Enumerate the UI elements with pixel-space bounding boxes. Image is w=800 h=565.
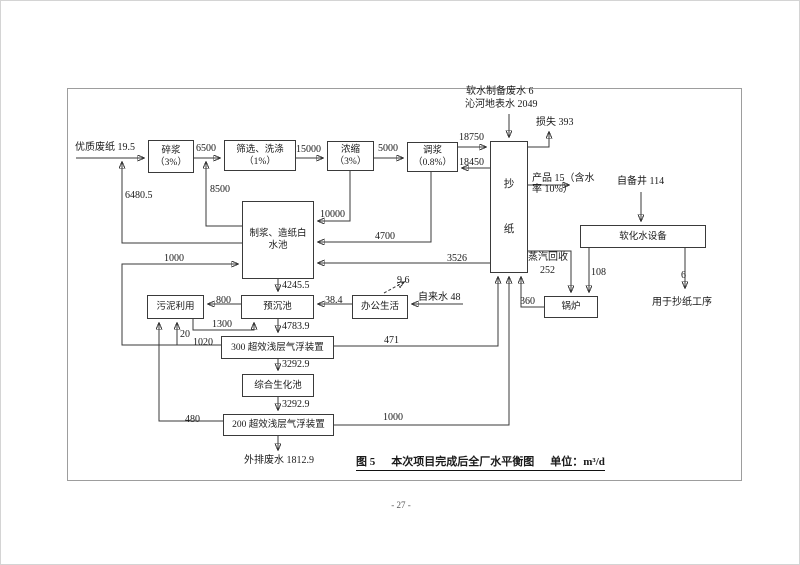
process-box-sludge-use: 污泥利用 <box>147 295 204 319</box>
flow-label-800: 800 <box>216 295 231 306</box>
flow-label-15000: 15000 <box>296 144 321 155</box>
flow-label-3526: 3526 <box>447 253 467 264</box>
flow-label-1300: 1300 <box>212 319 232 330</box>
flow-label-4245-5: 4245.5 <box>282 280 310 291</box>
flow-label-10000: 10000 <box>320 209 345 220</box>
process-box-paper-machine: 抄 纸 <box>490 141 528 273</box>
flow-label-38-4: 38.4 <box>325 295 343 306</box>
flow-label-steam-recovery: 蒸汽回收 <box>528 252 568 263</box>
flow-label-soft-water-waste: 软水制备废水 6 <box>466 86 534 97</box>
flow-label-108: 108 <box>591 267 606 278</box>
flow-label-well: 自备井 114 <box>617 176 665 187</box>
process-box-softener: 软化水设备 <box>580 225 706 248</box>
process-box-daf-300: 300 超效浅层气浮装置 <box>221 336 334 359</box>
process-box-blending: 调浆 （0.8%） <box>407 142 458 172</box>
process-box-thickening: 浓缩 （3%） <box>327 141 374 171</box>
flow-label-480: 480 <box>185 414 200 425</box>
flow-label-3292-9-lower: 3292.9 <box>282 399 310 410</box>
flow-label-6500: 6500 <box>196 143 216 154</box>
process-box-biochemical: 综合生化池 <box>242 374 314 397</box>
figure-unit: 单位：m³/d <box>550 456 605 468</box>
page-number: - 27 - <box>391 500 411 510</box>
flow-label-3292-9-upper: 3292.9 <box>282 359 310 370</box>
flow-label-product: 产品 15（含水 率 10%） <box>532 173 595 195</box>
flow-label-4700: 4700 <box>375 231 395 242</box>
flow-label-9-6: 9.6 <box>397 275 410 286</box>
process-box-pulper: 碎浆 （3%） <box>148 140 194 173</box>
flow-label-6480-5: 6480.5 <box>125 190 153 201</box>
figure-title: 本次项目完成后全厂水平衡图 <box>391 456 535 468</box>
figure-caption: 图 5 本次项目完成后全厂水平衡图 单位：m³/d <box>356 453 605 471</box>
flow-label-waste-paper: 优质废纸 19.5 <box>75 142 135 153</box>
flow-label-discharge: 外排废水 1812.9 <box>244 455 314 466</box>
flow-label-1000-in: 1000 <box>164 253 184 264</box>
flow-label-6: 6 <box>681 270 686 281</box>
flow-label-8500: 8500 <box>210 184 230 195</box>
flow-label-252: 252 <box>540 265 555 276</box>
figure-border <box>67 88 742 481</box>
flow-label-for-papermaking: 用于抄纸工序 <box>652 297 712 308</box>
process-box-white-water-pool: 制浆、造纸白 水池 <box>242 201 314 279</box>
process-box-daf-200: 200 超效浅层气浮装置 <box>223 414 334 436</box>
flow-label-tap-water: 自来水 48 <box>418 292 461 303</box>
flow-label-1020: 1020 <box>193 337 213 348</box>
flow-label-1000-back: 1000 <box>383 412 403 423</box>
figure-number: 图 5 <box>356 456 376 468</box>
flow-label-471: 471 <box>384 335 399 346</box>
process-box-boiler: 锅炉 <box>544 296 598 318</box>
process-box-screen-wash: 筛选、洗涤 （1%） <box>224 140 296 171</box>
flow-label-18750: 18750 <box>459 132 484 143</box>
flow-label-5000: 5000 <box>378 143 398 154</box>
flow-label-4783-9: 4783.9 <box>282 321 310 332</box>
flow-label-loss: 损失 393 <box>536 117 574 128</box>
flow-label-360: 360 <box>520 296 535 307</box>
process-box-office-living: 办公生活 <box>352 295 408 319</box>
process-box-presettling: 预沉池 <box>241 295 314 319</box>
flow-label-18450: 18450 <box>459 157 484 168</box>
flow-label-20: 20 <box>180 329 190 340</box>
flow-label-river-water: 沁河地表水 2049 <box>465 99 538 110</box>
